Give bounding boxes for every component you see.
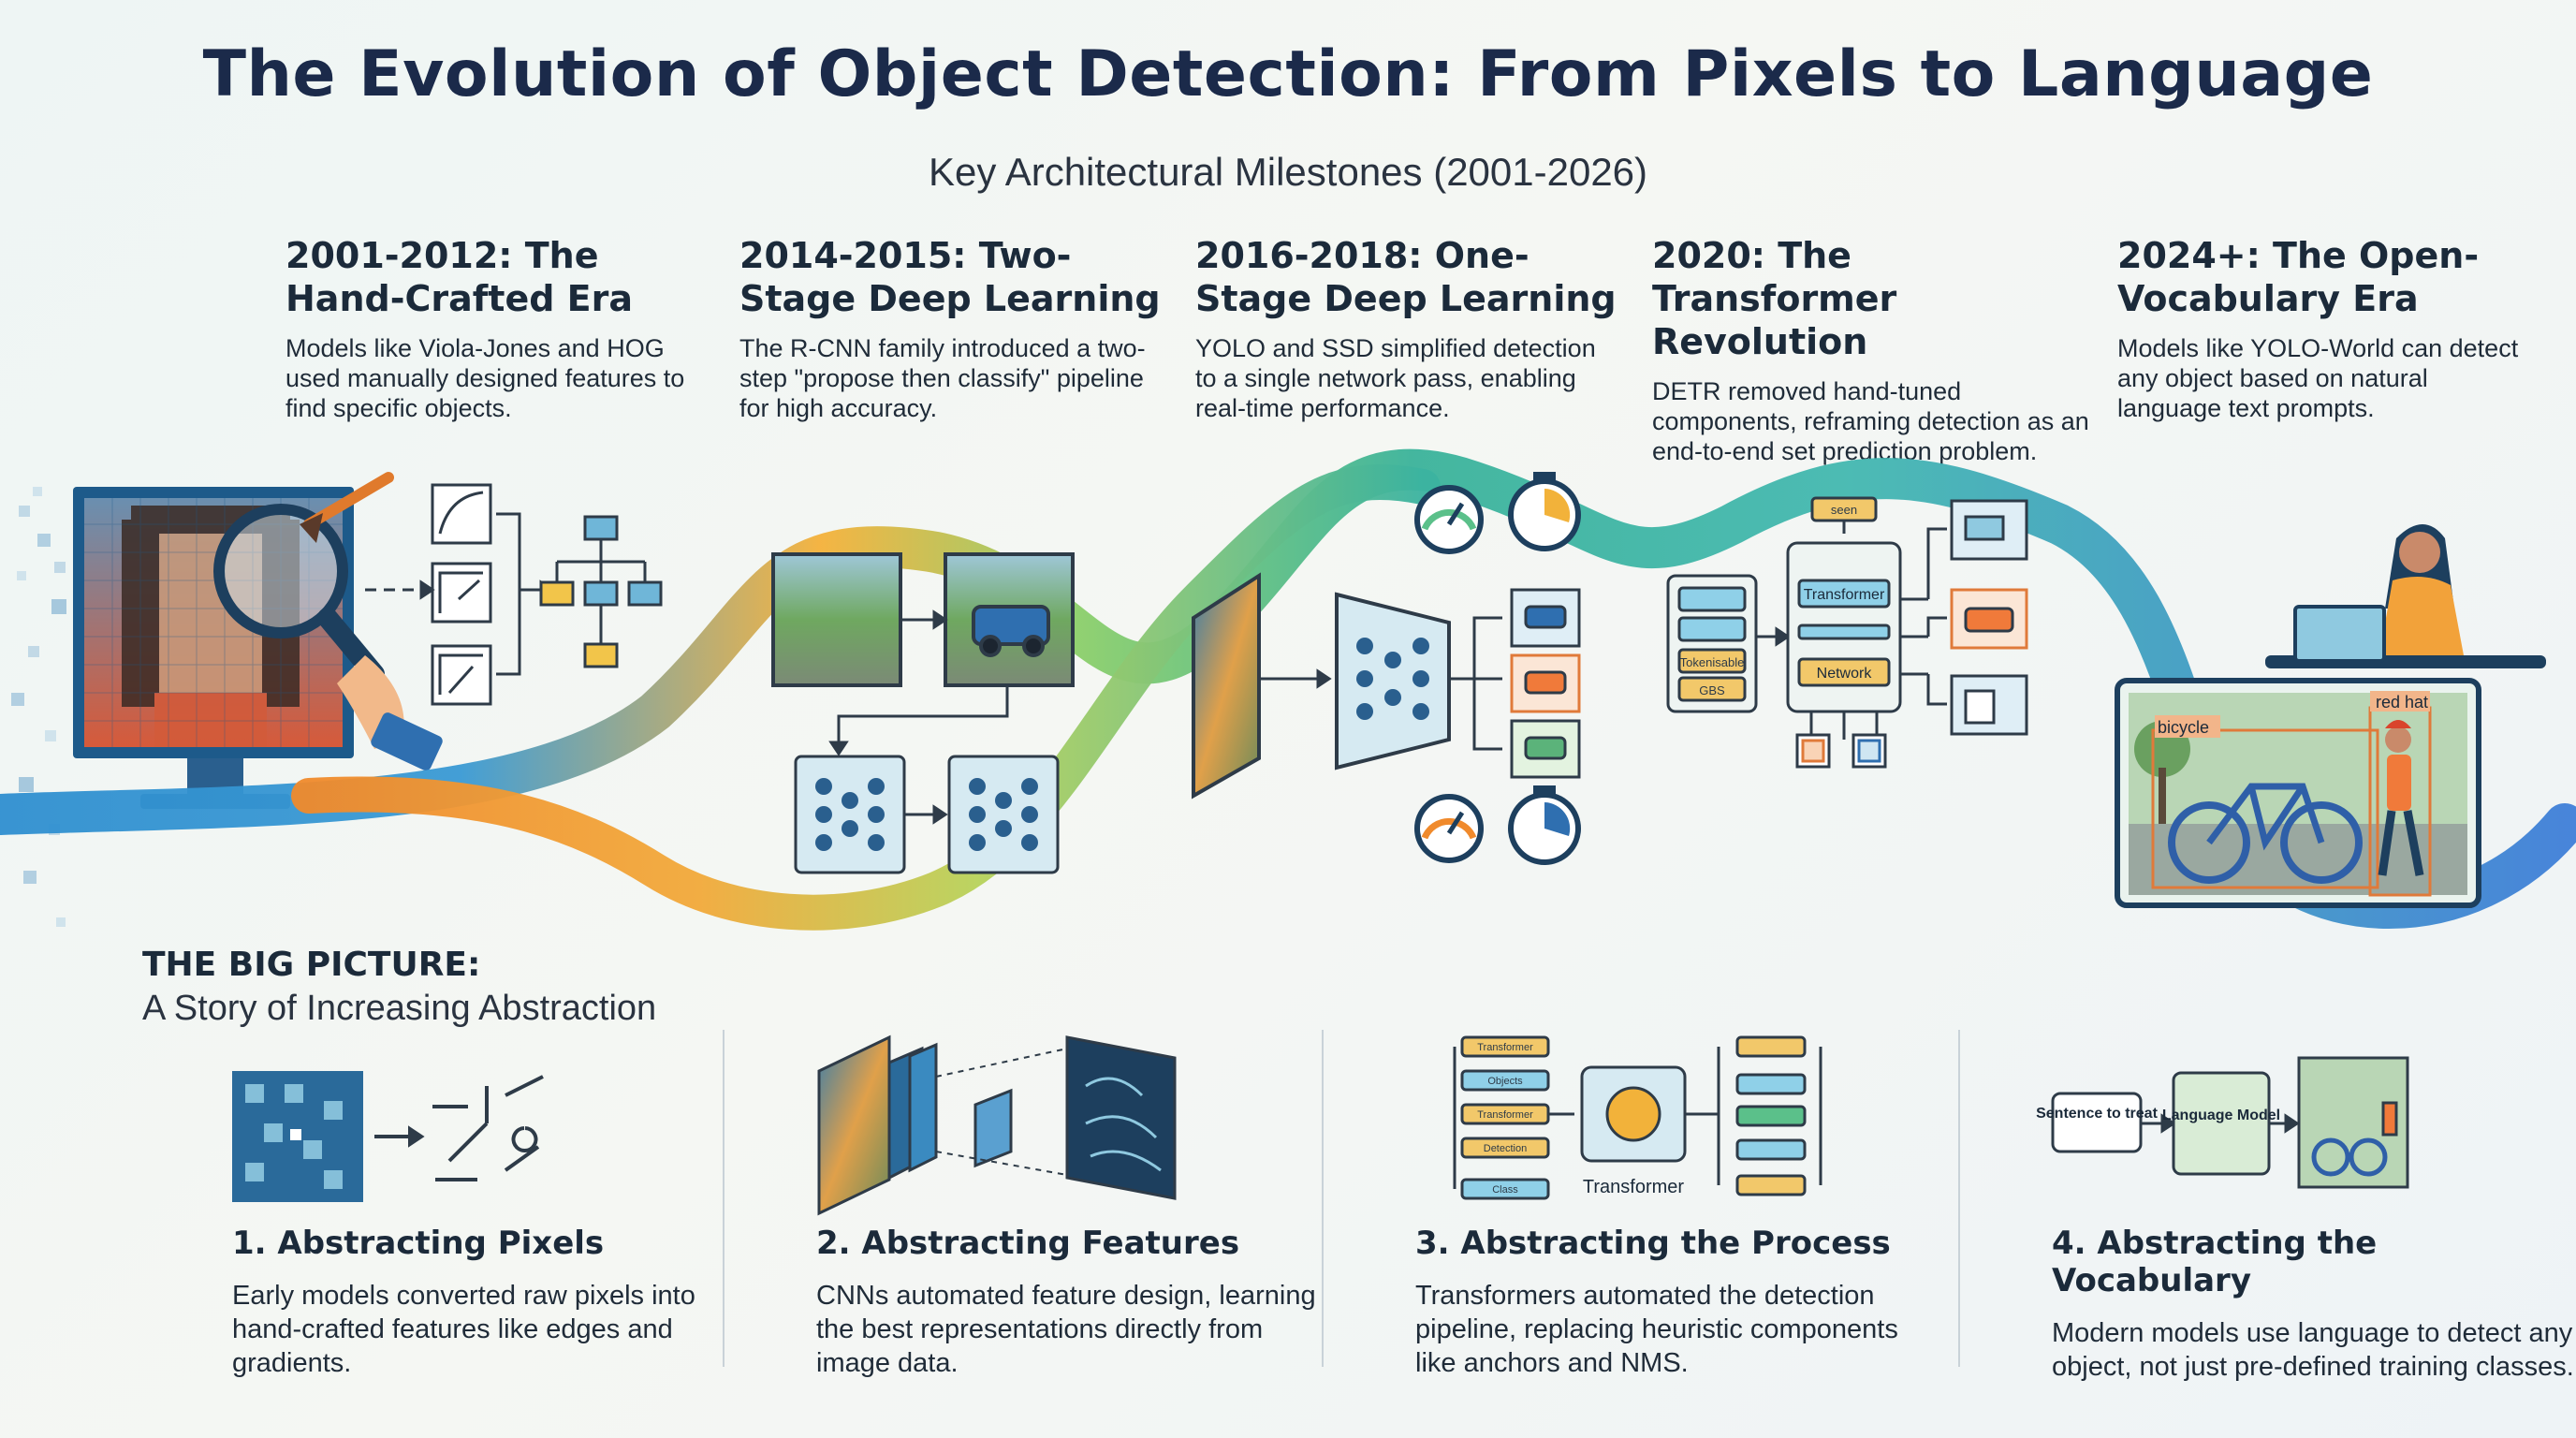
detected-cars <box>1510 588 1581 779</box>
abstraction-description: CNNs automated feature design, learning … <box>816 1281 1316 1378</box>
feature-layers-icon <box>817 1034 1177 1216</box>
tree-diagram <box>539 515 663 668</box>
big-picture-subheading: A Story of Increasing Abstraction <box>142 989 657 1028</box>
detr-decoder <box>1786 496 1902 769</box>
era-title: 2014-2015: Two-Stage Deep Learning <box>739 235 1161 319</box>
encoder-label-2: GBS <box>1699 683 1725 697</box>
divider <box>1958 1030 1960 1367</box>
open-vocab-scene <box>2115 678 2481 908</box>
abstraction-title: 2. Abstracting Features <box>816 1225 1240 1262</box>
detr-outputs <box>1926 499 2028 736</box>
bicycle-label: bicycle <box>2158 718 2209 737</box>
big-picture-heading: THE BIG PICTURE: <box>142 946 481 984</box>
era-title: 2020: The Transformer Revolution <box>1652 235 1897 362</box>
stopwatch-icon <box>1508 472 1581 865</box>
abstraction-description: Transformers automated the detection pip… <box>1415 1281 1898 1378</box>
abstraction-title: 3. Abstracting the Process <box>1415 1225 1891 1262</box>
language-model-label: Language Model <box>2162 1108 2280 1123</box>
speed-gauge-icon <box>1414 485 1484 863</box>
divider <box>1322 1030 1324 1367</box>
abstraction-vocabulary: 4. Abstracting the Vocabulary Modern mod… <box>2052 1225 2576 1384</box>
vocabulary-pipeline-icon <box>2051 1056 2409 1189</box>
era-description: DETR removed hand-tuned components, refr… <box>1652 377 2089 465</box>
encoder-label-1: Tokenisable <box>1680 655 1745 669</box>
era-hand-crafted: 2001-2012: The Hand-Crafted Era Models l… <box>285 234 707 423</box>
magnifier-icon <box>213 472 443 771</box>
person-with-laptop <box>2265 524 2546 668</box>
abstraction-features: 2. Abstracting Features CNNs automated f… <box>816 1225 1340 1380</box>
pixel-grid-icon <box>232 1071 363 1202</box>
page-title: The Evolution of Object Detection: From … <box>202 37 2374 111</box>
detr-encoder <box>1666 574 1758 713</box>
process-list-4: Detection <box>1484 1143 1527 1154</box>
timeline-ribbon-lower <box>291 464 1441 931</box>
decoder-top-label: seen <box>1831 503 1857 517</box>
era-one-stage: 2016-2018: One-Stage Deep Learning YOLO … <box>1195 234 1617 423</box>
two-stage-images <box>771 552 1075 687</box>
era-description: Models like YOLO-World can detect any ob… <box>2117 334 2519 422</box>
process-list-3: Transformer <box>1477 1109 1533 1121</box>
era-title: 2024+: The Open-Vocabulary Era <box>2117 235 2480 319</box>
era-description: Models like Viola-Jones and HOG used man… <box>285 334 685 422</box>
process-list-2: Objects <box>1487 1076 1523 1087</box>
sentence-label: Sentence to treat <box>2036 1106 2158 1122</box>
page-subtitle: Key Architectural Milestones (2001-2026) <box>928 150 1648 194</box>
era-two-stage: 2014-2015: Two-Stage Deep Learning The R… <box>739 234 1161 423</box>
process-list-5: Class <box>1492 1184 1518 1196</box>
era-description: YOLO and SSD simplified detection to a s… <box>1195 334 1596 422</box>
divider <box>723 1030 724 1367</box>
process-pipeline-icon <box>1453 1035 1822 1200</box>
era-title: 2016-2018: One-Stage Deep Learning <box>1195 235 1617 319</box>
era-description: The R-CNN family introduced a two-step "… <box>739 334 1146 422</box>
single-network-icon <box>1335 592 1451 770</box>
abs-transformer-label: Transformer <box>1583 1177 1685 1197</box>
abstraction-pixels: 1. Abstracting Pixels Early models conve… <box>232 1225 756 1380</box>
era-title: 2001-2012: The Hand-Crafted Era <box>285 235 633 319</box>
abstraction-title: 1. Abstracting Pixels <box>232 1225 605 1262</box>
transformer-label: Transformer <box>1804 587 1885 603</box>
abstraction-title: 4. Abstracting the Vocabulary <box>2052 1225 2378 1299</box>
abstraction-process: 3. Abstracting the Process Transformers … <box>1415 1225 1939 1380</box>
network-label: Network <box>1817 666 1873 682</box>
abstraction-description: Modern models use language to detect any… <box>2052 1318 2574 1382</box>
red-hat-label: red hat <box>2376 693 2428 712</box>
abstraction-description: Early models converted raw pixels into h… <box>232 1281 695 1378</box>
one-stage-image <box>1192 572 1261 800</box>
pixel-scatter <box>11 487 66 927</box>
era-open-vocabulary: 2024+: The Open-Vocabulary Era Models li… <box>2117 234 2539 423</box>
era-transformer: 2020: The Transformer Revolution DETR re… <box>1652 234 2092 466</box>
process-list-1: Transformer <box>1477 1042 1533 1053</box>
